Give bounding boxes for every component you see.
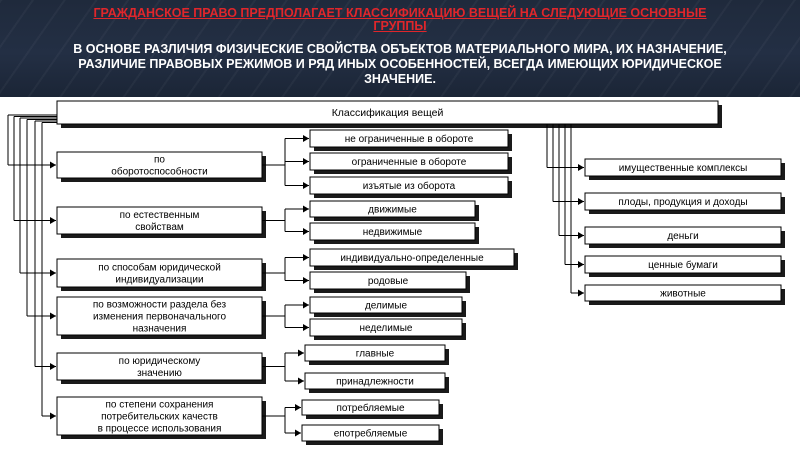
group-label-6-line-3: в процессе использования [98, 424, 222, 435]
item-box-6-2 [301, 424, 440, 442]
right-item-label-2: плоды, продукция и доходы [618, 197, 747, 208]
group-label-1-line-1: по [154, 155, 165, 166]
item-arrow-2-2 [303, 228, 309, 235]
right-item-label-3: деньги [667, 231, 698, 242]
item-box-2-2 [309, 222, 476, 241]
right-item-box-3 [584, 226, 782, 245]
left-connector-arrow-1 [50, 161, 56, 169]
right-item-box-5 [584, 284, 782, 302]
item-box-5-1 [304, 344, 446, 362]
item-label-1-3: изъятые из оборота [363, 180, 456, 192]
right-item-box-4 [584, 255, 782, 274]
right-item-label-5: животные [660, 289, 706, 300]
left-connector-arrow-2 [50, 217, 56, 224]
item-arrow-1-1 [303, 135, 309, 142]
item-arrow-4-1 [303, 301, 309, 309]
group-box-2 [56, 206, 263, 235]
item-box-6-1 [301, 399, 440, 416]
right-item-box-2 [584, 192, 782, 211]
item-box-4-1 [309, 296, 463, 314]
right-connector-arrow-5 [578, 289, 584, 297]
left-connector-arrow-6 [50, 412, 56, 420]
group-label-2-line-1: по естественным [120, 210, 200, 221]
item-label-4-1: делимые [365, 301, 408, 312]
item-label-3-1: индивидуально-определенные [340, 253, 484, 264]
item-label-3-2: родовые [368, 276, 409, 287]
item-arrow-3-1 [303, 254, 309, 261]
item-arrow-6-1 [295, 404, 301, 411]
right-item-box-1 [584, 158, 782, 177]
group-box-6 [56, 396, 263, 436]
item-box-1-3 [309, 176, 509, 195]
item-label-2-1: движимые [368, 205, 417, 216]
item-label-6-1: потребляемые [336, 402, 405, 414]
item-box-1-1 [309, 129, 509, 148]
header-subtitle: В ОСНОВЕ РАЗЛИЧИЯ ФИЗИЧЕСКИЕ СВОЙСТВА ОБ… [73, 42, 727, 86]
group-box-3 [56, 258, 263, 288]
item-arrow-6-2 [295, 429, 301, 437]
group-box-1 [56, 151, 263, 179]
item-label-2-2: недвижимые [363, 227, 423, 238]
right-item-label-4: ценные бумаги [648, 259, 718, 271]
left-connector-arrow-5 [50, 363, 56, 370]
group-label-4-line-1: по возможности раздела без [93, 299, 227, 311]
group-label-3-line-1: по способам юридической [98, 262, 221, 274]
group-label-3-line-2: индивидуализации [115, 275, 203, 286]
item-box-4-2 [309, 318, 463, 337]
group-label-6-line-1: по степени сохранения [106, 400, 214, 411]
item-box-5-2 [304, 372, 446, 390]
item-label-1-2: ограниченные в обороте [352, 156, 467, 168]
group-label-1-line-2: оборотоспособности [111, 166, 207, 178]
group-label-2-line-2: свойствам [135, 222, 184, 233]
group-label-4-line-3: назначения [133, 324, 187, 335]
slide-header: ГРАЖДАНСКОЕ ПРАВО ПРЕДПОЛАГАЕТ КЛАССИФИК… [0, 0, 800, 97]
right-item-label-1: имущественные комплексы [619, 163, 748, 174]
item-label-1-1: не ограниченные в обороте [345, 133, 474, 145]
group-label-5-line-2: значению [137, 368, 182, 379]
item-label-5-2: принадлежности [336, 377, 414, 388]
right-connector-arrow-2 [578, 198, 584, 205]
item-box-2-1 [309, 200, 476, 218]
right-connector-arrow-1 [578, 164, 584, 171]
item-arrow-4-2 [303, 324, 309, 331]
item-arrow-3-2 [303, 277, 309, 284]
header-title: ГРАЖДАНСКОЕ ПРАВО ПРЕДПОЛАГАЕТ КЛАССИФИК… [93, 6, 707, 33]
item-box-3-2 [309, 271, 467, 290]
root-box [56, 100, 719, 125]
group-label-5-line-1: по юридическому [119, 356, 201, 367]
item-arrow-1-2 [303, 158, 309, 165]
item-box-3-1 [309, 248, 515, 267]
left-connector-arrow-4 [50, 312, 56, 320]
item-box-1-2 [309, 152, 509, 171]
item-arrow-5-1 [298, 349, 304, 357]
left-connector-arrow-3 [50, 269, 56, 277]
group-label-4-line-2: изменения первоначального [93, 312, 226, 323]
item-label-6-2: епотребляемые [334, 428, 408, 440]
group-box-4 [56, 296, 263, 336]
item-arrow-5-2 [298, 377, 304, 385]
root-label: Классификация вещей [332, 107, 444, 119]
item-arrow-1-3 [303, 182, 309, 189]
right-connector-arrow-4 [578, 261, 584, 268]
item-label-5-1: главные [356, 349, 395, 360]
item-label-4-2: неделимые [360, 323, 413, 334]
group-label-6-line-2: потребительских качеств [101, 411, 218, 423]
group-box-5 [56, 352, 263, 381]
right-connector-arrow-3 [578, 232, 584, 239]
item-arrow-2-1 [303, 205, 309, 213]
